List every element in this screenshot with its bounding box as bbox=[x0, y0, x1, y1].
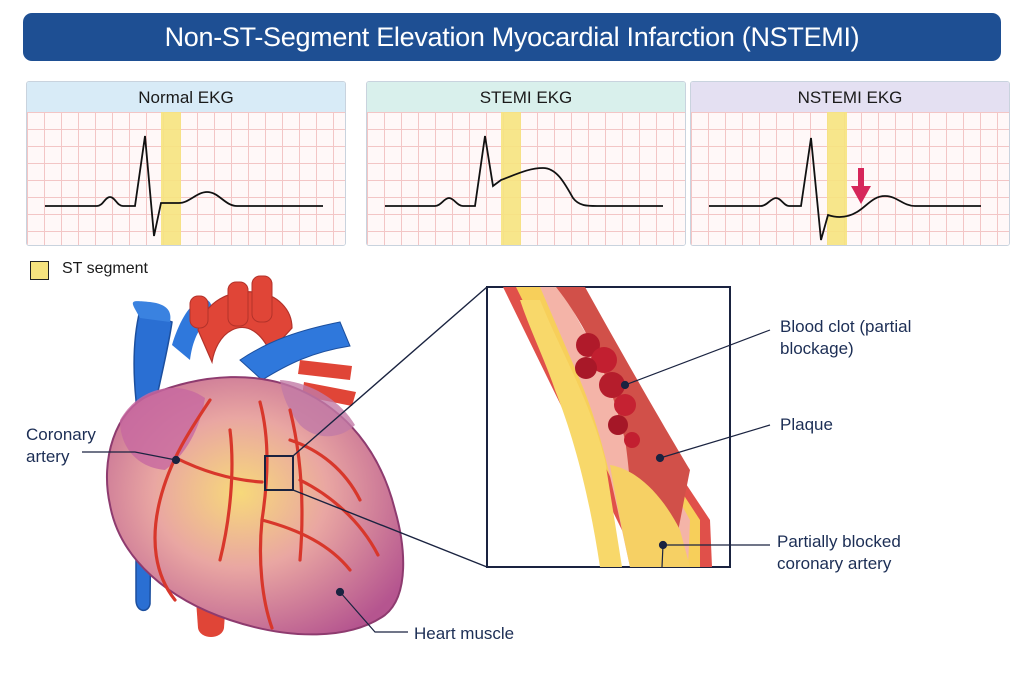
ekg-trace-nstemi bbox=[709, 112, 981, 245]
zoom-region-marker bbox=[264, 455, 294, 491]
ekg-panel-header: Normal EKG bbox=[27, 82, 345, 112]
ekg-panel-normal: Normal EKG bbox=[26, 81, 346, 246]
st-segment-swatch bbox=[30, 261, 49, 280]
label-coronary-artery: Coronary artery bbox=[26, 425, 96, 466]
coronary-arteries bbox=[153, 398, 380, 630]
ekg-grid bbox=[691, 112, 1009, 245]
ekg-panel-label: NSTEMI EKG bbox=[797, 88, 903, 107]
ekg-trace-stemi bbox=[385, 112, 663, 245]
label-heart-muscle: Heart muscle bbox=[414, 624, 515, 643]
label-blood-clot: Blood clot (partial blockage) bbox=[780, 317, 912, 358]
ekg-waveform bbox=[709, 137, 981, 241]
ekg-panel-header: NSTEMI EKG bbox=[691, 82, 1009, 112]
ekg-panel-nstemi: NSTEMI EKG bbox=[690, 81, 1010, 246]
ekg-grid bbox=[27, 112, 345, 245]
legend-label: ST segment bbox=[62, 260, 148, 277]
blood-clot-icon bbox=[575, 333, 640, 448]
label-plaque: Plaque bbox=[780, 415, 833, 434]
ekg-grid bbox=[367, 112, 685, 245]
st-depression-arrow-icon bbox=[851, 168, 871, 204]
ekg-waveform bbox=[45, 135, 323, 237]
page-title: Non-ST-Segment Elevation Myocardial Infa… bbox=[164, 22, 860, 52]
ekg-panel-stemi: STEMI EKG bbox=[366, 81, 686, 246]
artery-cross-section bbox=[503, 287, 712, 567]
ekg-trace-normal bbox=[45, 112, 323, 245]
ekg-panel-label: Normal EKG bbox=[138, 88, 234, 107]
st-segment-highlight bbox=[501, 112, 521, 245]
label-partially-blocked: Partially blocked coronary artery bbox=[777, 532, 901, 573]
ekg-panel-label: STEMI EKG bbox=[479, 88, 573, 107]
st-segment-highlight bbox=[161, 112, 181, 245]
ekg-waveform bbox=[385, 135, 663, 207]
ekg-panel-header: STEMI EKG bbox=[367, 82, 685, 112]
title-bar: Non-ST-Segment Elevation Myocardial Infa… bbox=[23, 13, 1001, 61]
st-segment-highlight bbox=[827, 112, 847, 245]
